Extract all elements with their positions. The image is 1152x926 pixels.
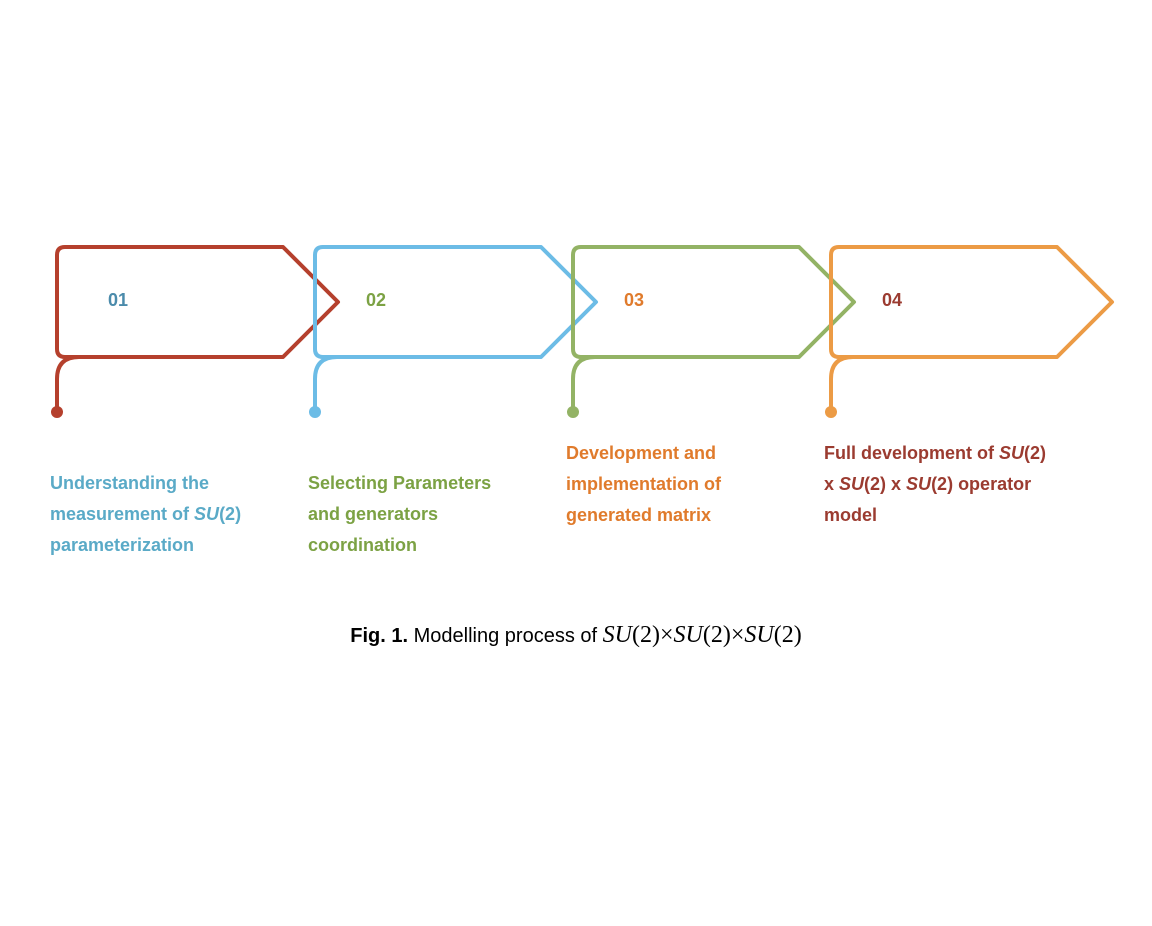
step-01-stem (55, 355, 81, 414)
step-03-description-line-2: implementation of (566, 474, 722, 494)
step-04-arrow (829, 245, 1114, 359)
step-01-arrow (55, 245, 340, 359)
step-04-description: Full development of SU(2) x SU(2) x SU(2)… (824, 438, 1046, 531)
step-03-number: 03 (624, 290, 645, 310)
step-03-arrow (571, 245, 856, 359)
step-03-shape (567, 245, 856, 418)
step-01-shape (51, 245, 340, 418)
step-04-description-line-1: Full development of SU(2) (824, 443, 1047, 463)
step-02-description-line-3: coordination (308, 535, 417, 555)
step-02-description-line-1: Selecting Parameters (308, 473, 492, 493)
step-01-description-line-1: Understanding the (50, 473, 210, 493)
step-04-number: 04 (882, 290, 903, 310)
step-02-description: Selecting Parameters and generators coordi… (308, 468, 491, 561)
step-02-description-line-2: and generators (308, 504, 439, 524)
step-03-stem (571, 355, 597, 414)
step-02-dot (309, 406, 321, 418)
step-02-arrow (313, 245, 598, 359)
step-02-stem (313, 355, 339, 414)
step-01-description-line-3: parameterization (50, 535, 195, 555)
figure-caption: Fig. 1. Modelling process of SU(2)×SU(2)… (0, 620, 1152, 651)
step-04-dot (825, 406, 837, 418)
step-01-number: 01 (108, 290, 129, 310)
step-01-description-line-2: measurement of SU(2) (50, 504, 242, 524)
step-02-number: 02 (366, 290, 387, 310)
caption-text: Modelling process of (408, 625, 603, 647)
caption-formula: SU(2)×SU(2)×SU(2) (602, 622, 802, 648)
step-01-description: Understanding the measurement of SU(2) par… (50, 468, 241, 561)
step-04-stem (829, 355, 855, 414)
caption-label: Fig. 1. (350, 625, 409, 647)
step-02-shape (309, 245, 598, 418)
step-03-dot (567, 406, 579, 418)
step-04-shape (825, 245, 1114, 418)
step-04-description-line-2: x SU(2) x SU(2) operator (824, 474, 1032, 494)
step-03-description-line-3: generated matrix (566, 505, 712, 525)
step-03-description-line-1: Development and (566, 443, 717, 463)
step-03-description: Development and implementation of generate… (566, 438, 721, 531)
step-04-description-line-3: model (824, 505, 878, 525)
step-01-dot (51, 406, 63, 418)
